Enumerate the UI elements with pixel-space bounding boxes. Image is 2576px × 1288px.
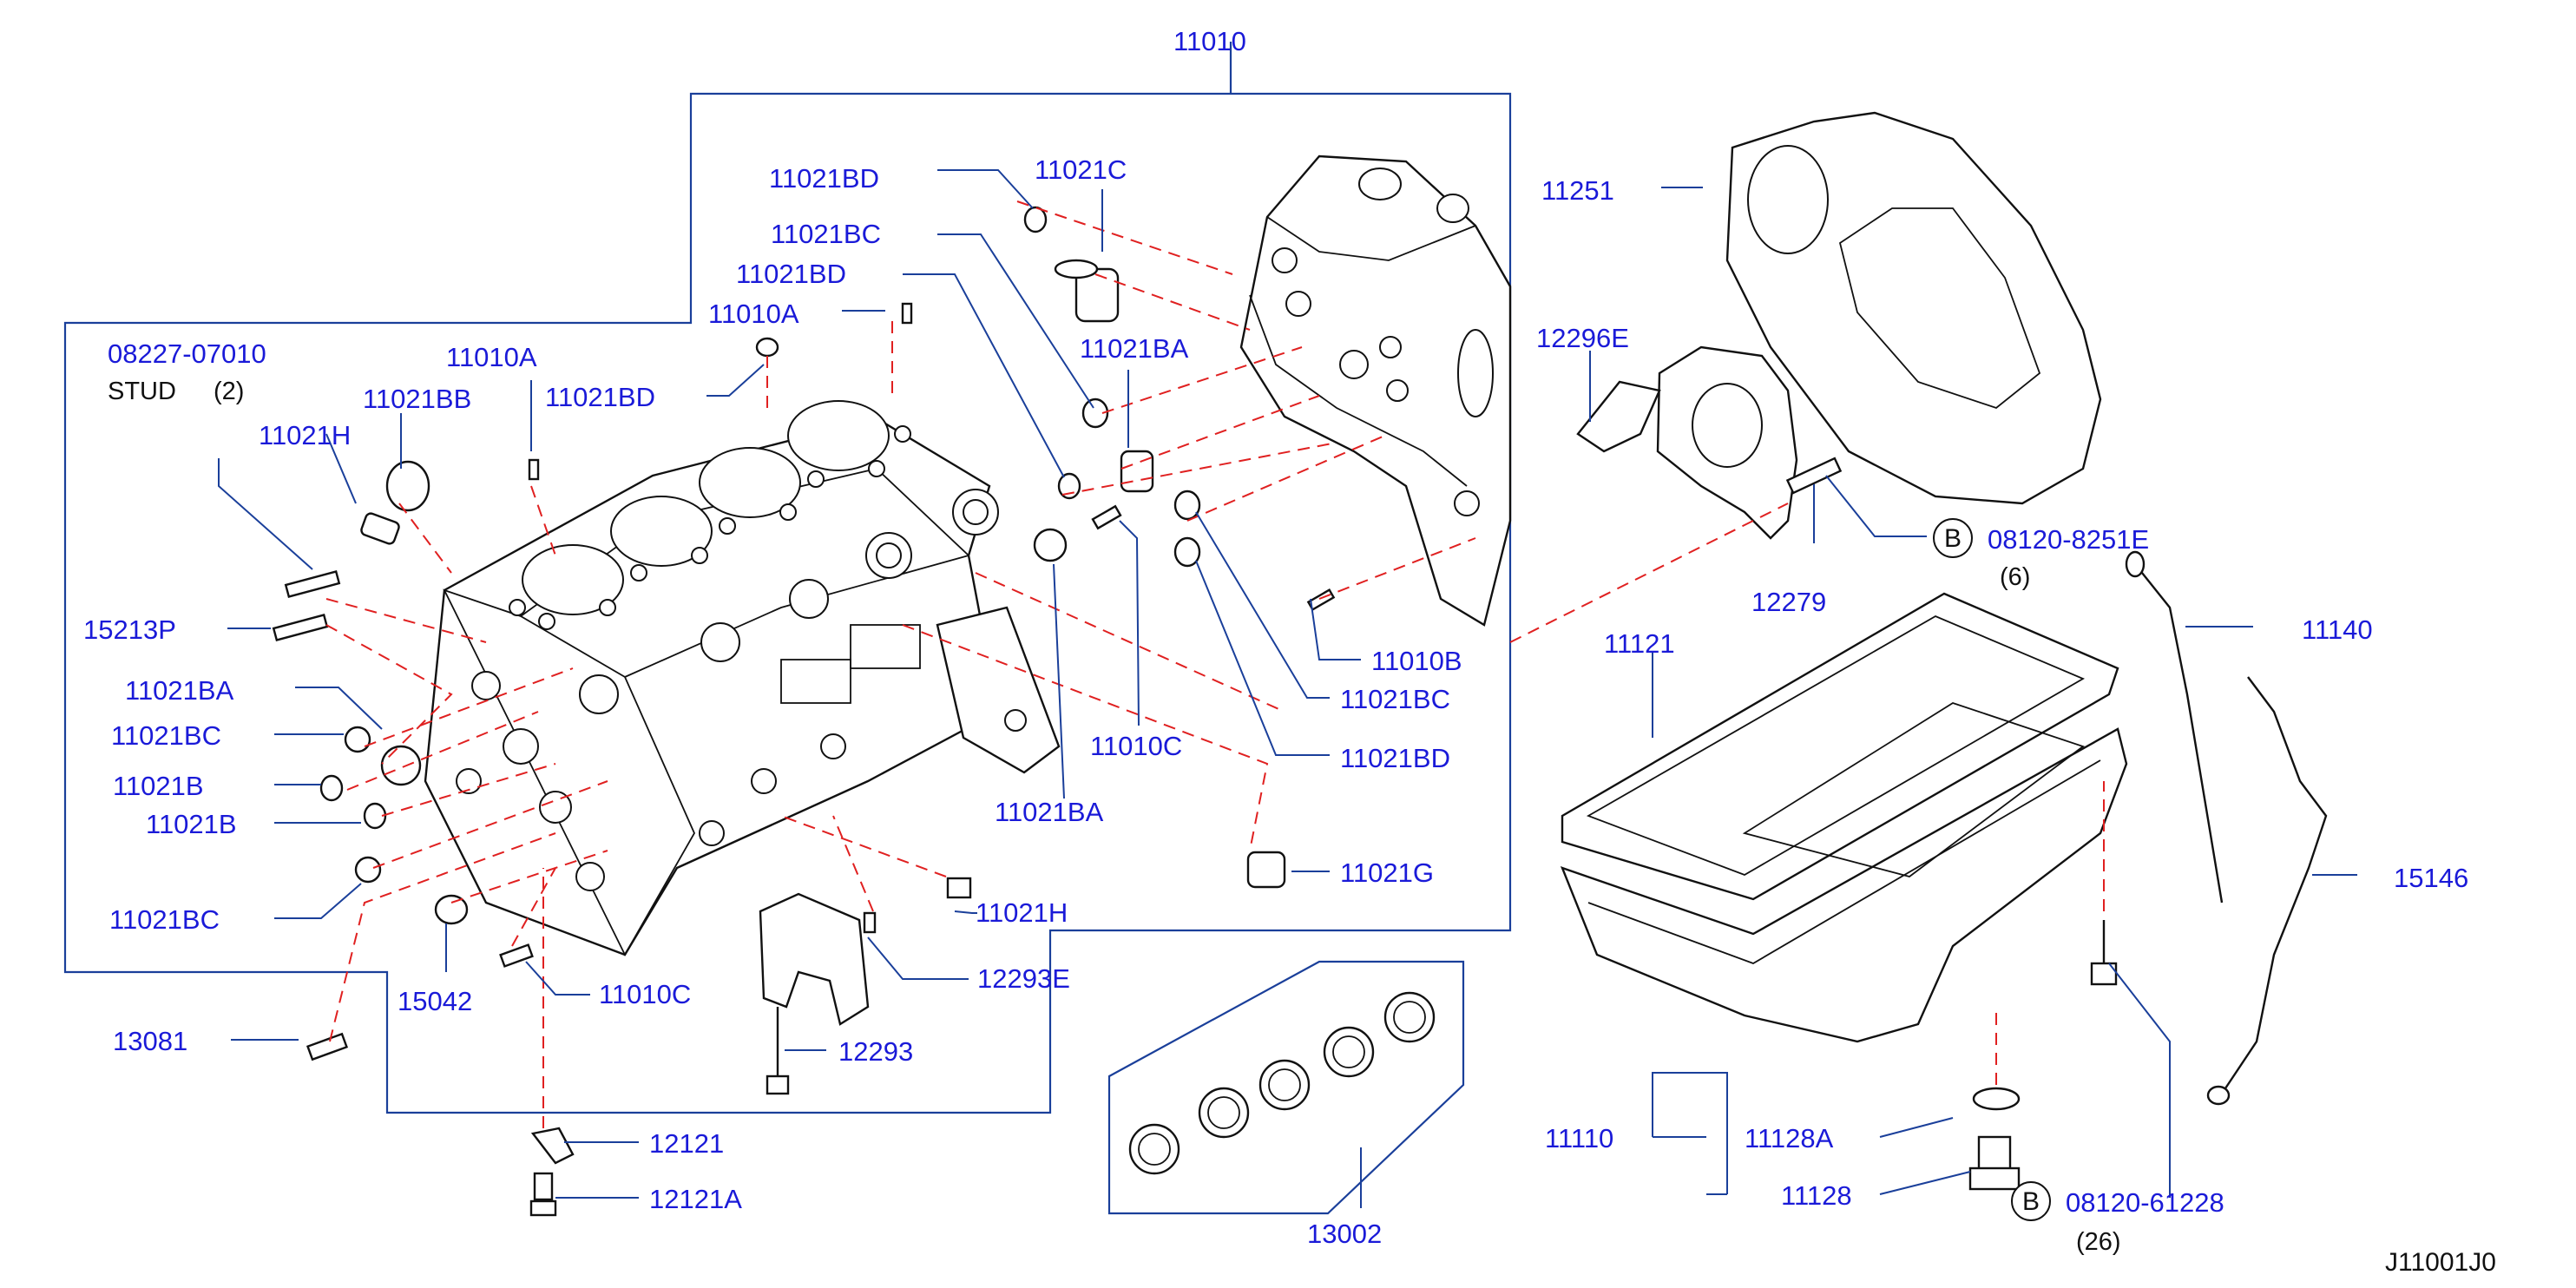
label-11021H-left: 11021H xyxy=(259,420,351,450)
label-11021H-right: 11021H xyxy=(976,897,1068,928)
assembly-centerlines xyxy=(325,200,2105,1128)
oil-pan xyxy=(1560,702,2128,1043)
label-bolt-08120-61228: 08120-61228 xyxy=(2066,1187,2224,1218)
label-11021BC-left: 11021BC xyxy=(111,720,221,751)
label-bolt-08120-8251E: 08120-8251E xyxy=(1988,524,2149,555)
rear-oil-seal-retainer xyxy=(1656,345,1843,540)
label-11128A: 11128A xyxy=(1745,1123,1834,1153)
label-11021C: 11021C xyxy=(1035,154,1127,185)
label-11021BC-top: 11021BC xyxy=(771,219,881,249)
label-11121: 11121 xyxy=(1604,628,1675,659)
label-stud-qty: (2) xyxy=(214,378,244,405)
label-11021BA-bottom: 11021BA xyxy=(995,797,1104,827)
label-13081: 13081 xyxy=(113,1026,187,1056)
label-15213P: 15213P xyxy=(83,614,176,645)
label-11021BD-top: 11021BD xyxy=(769,163,879,194)
label-bolt-qty-26: (26) xyxy=(2076,1228,2121,1256)
label-15146: 15146 xyxy=(2394,863,2468,893)
label-15042: 15042 xyxy=(398,986,472,1016)
label-11251: 11251 xyxy=(1541,175,1614,206)
main-bearing-set xyxy=(1128,991,1436,1175)
label-12121: 12121 xyxy=(649,1128,724,1159)
plug-parts xyxy=(272,206,1336,1061)
label-bolt-qty-6: (6) xyxy=(2000,563,2030,591)
label-11021BD-right: 11021BD xyxy=(1340,743,1450,773)
label-11010C-bottom: 11010C xyxy=(599,979,691,1009)
main-bearing-cap xyxy=(759,892,870,1095)
label-12296E: 12296E xyxy=(1536,323,1629,353)
part-number-labels: 11010 11021BD 11021C 11021BC 11021BD 110… xyxy=(83,26,2496,1277)
leader-lines xyxy=(218,169,2357,1199)
label-11110: 11110 xyxy=(1545,1123,1613,1153)
b-mark-1: B xyxy=(1944,524,1962,553)
oil-pan-gasket xyxy=(1561,592,2119,901)
label-11021BC-right: 11021BC xyxy=(1340,684,1450,714)
label-12293: 12293 xyxy=(838,1036,913,1067)
cylinder-block xyxy=(424,400,1061,956)
label-11021G: 11021G xyxy=(1340,858,1434,888)
rear-plate-gasket xyxy=(1576,380,1661,453)
label-08227-07010: 08227-07010 xyxy=(108,338,266,369)
oil-jet-bracket xyxy=(529,1127,575,1217)
b-reference-marks: B B xyxy=(1933,518,2051,1221)
label-11010: 11010 xyxy=(1173,26,1246,56)
label-11128: 11128 xyxy=(1781,1180,1852,1211)
bearing-set-frame xyxy=(1107,960,1465,1215)
drain-plug-parts xyxy=(1968,920,2118,1191)
label-11021BD-upper: 11021BD xyxy=(736,259,846,289)
label-11021BC-bottom: 11021BC xyxy=(109,904,220,935)
cylinder-block-assembly-frame xyxy=(63,42,1512,1114)
label-11140: 11140 xyxy=(2302,614,2373,645)
cylinder-block-rear-view xyxy=(1239,154,1512,627)
label-11010A-top: 11010A xyxy=(708,299,799,329)
oil-level-gauge xyxy=(2125,550,2224,904)
label-11021BA-left: 11021BA xyxy=(125,675,234,706)
label-11010B: 11010B xyxy=(1371,646,1462,676)
label-12279: 12279 xyxy=(1751,587,1826,617)
label-11021B-lower: 11021B xyxy=(146,809,237,839)
label-11021BB: 11021BB xyxy=(363,384,471,414)
rear-plate xyxy=(1725,111,2102,505)
diagram-code: J11001J0 xyxy=(2385,1248,2496,1277)
label-13002: 13002 xyxy=(1307,1219,1382,1249)
oil-level-gauge-guide xyxy=(2206,676,2328,1106)
label-stud: STUD xyxy=(108,378,176,405)
label-11021BA-top: 11021BA xyxy=(1080,333,1189,364)
label-12293E: 12293E xyxy=(977,963,1070,994)
b-mark-2: B xyxy=(2022,1187,2040,1216)
label-12121A: 12121A xyxy=(649,1184,742,1214)
label-11021BD-left: 11021BD xyxy=(545,382,655,412)
label-11010A-left: 11010A xyxy=(446,342,537,372)
label-11010C-right: 11010C xyxy=(1090,731,1182,761)
label-11021B-upper: 11021B xyxy=(113,771,204,801)
